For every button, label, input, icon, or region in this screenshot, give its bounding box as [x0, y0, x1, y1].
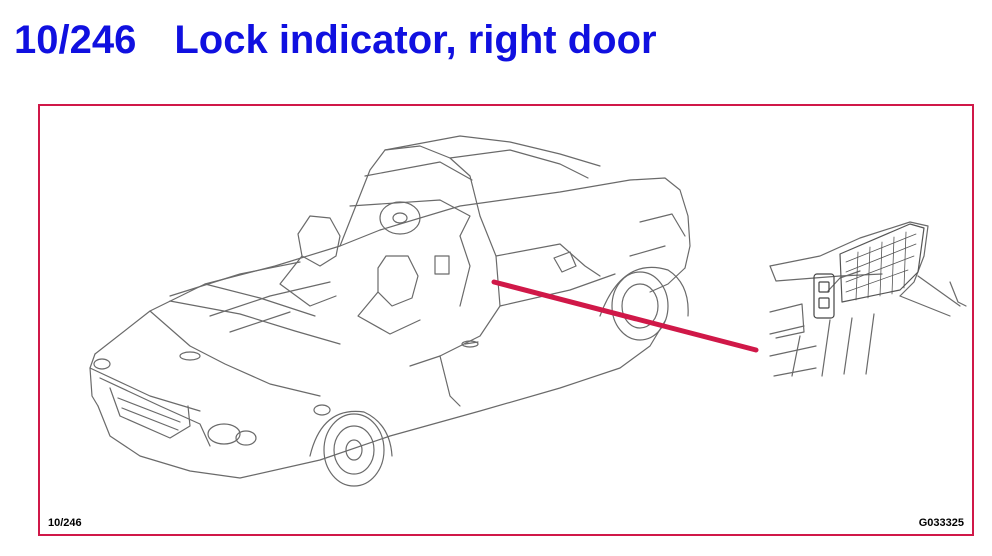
figure-number: 10/246	[14, 18, 137, 62]
page-title: 10/246 Lock indicator, right door	[14, 10, 657, 70]
figure-ref-number: 10/246	[48, 517, 82, 529]
door-lock-indicator-detail	[769, 221, 967, 377]
figure-title: Lock indicator, right door	[174, 18, 657, 62]
drawing-id: G033325	[918, 517, 964, 529]
convertible-car-illustration	[89, 135, 691, 487]
leader-line	[491, 279, 759, 353]
figure-illustration	[89, 135, 967, 487]
figure-frame: 10/246 G033325	[38, 104, 974, 536]
